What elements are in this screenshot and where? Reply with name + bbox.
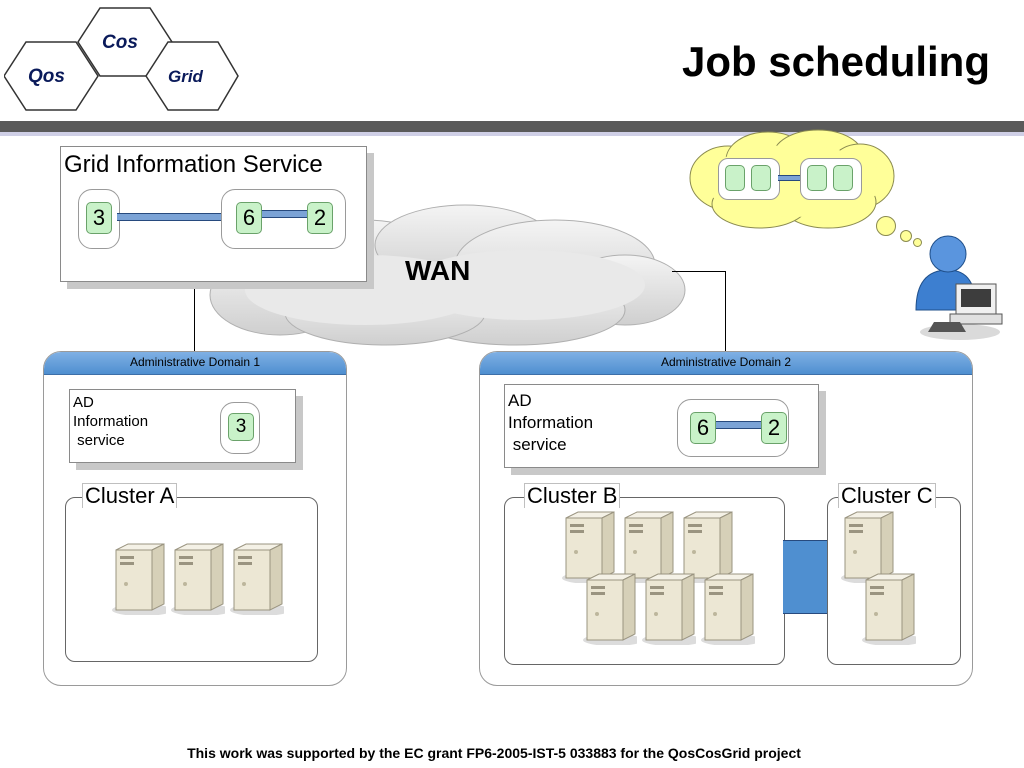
server-icon: [230, 543, 284, 615]
wan-label: WAN: [405, 255, 470, 286]
thought-node: [751, 165, 771, 191]
domain-1-header: Administrative Domain 1: [44, 352, 346, 375]
user-at-computer-icon: [915, 235, 1003, 340]
gis-node-2: 2: [307, 202, 333, 234]
thought-link: [778, 175, 800, 181]
logo-text-grid: Grid: [168, 67, 204, 86]
domain-2-node-2: 2: [761, 412, 787, 444]
footer-acknowledgement: This work was supported by the EC grant …: [187, 745, 801, 761]
thought-node-group-right: [800, 158, 862, 200]
logo-hex-qos: [4, 41, 99, 111]
domain-1-node-3: 3: [228, 413, 254, 441]
domain-1-node-group: 3: [220, 402, 260, 454]
logo-text-qos: Qos: [28, 66, 65, 87]
wan-link-domain2-horizontal: [672, 271, 726, 272]
cluster-c-label: Cluster C: [838, 483, 936, 508]
thought-bubble-large: [876, 216, 896, 236]
logo-hex-grid: [145, 41, 239, 111]
thought-node: [725, 165, 745, 191]
domain-1-ad-info-line1: AD: [73, 394, 94, 411]
server-icon: [701, 573, 755, 645]
thought-node: [807, 165, 827, 191]
domain-1-ad-info-line3: service: [73, 432, 125, 449]
gis-node-group-left: 3: [78, 189, 120, 249]
domain-2-ad-info-line3: service: [508, 435, 567, 454]
wan-link-domain2: [725, 271, 726, 351]
logo-text-cos: Cos: [102, 32, 138, 53]
domain-1-ad-info-service: AD Information service 3: [69, 389, 296, 463]
domain-2-ad-info-line2: Information: [508, 413, 594, 432]
gis-link-3-6: [117, 213, 223, 221]
thought-bubble-small: [913, 238, 922, 247]
server-icon: [171, 543, 225, 615]
domain-2-node-group: 6 2: [677, 399, 789, 457]
thought-node-group-left: [718, 158, 780, 200]
domain-2-ad-info-service: AD Information service 6 2: [504, 384, 819, 468]
wan-link-domain1: [194, 285, 195, 351]
server-icon: [642, 573, 696, 645]
grid-information-service: Grid Information Service 3 6 2: [60, 146, 367, 282]
gis-node-6: 6: [236, 202, 262, 234]
domain-2-link-6-2: [716, 421, 761, 429]
wan-cloud: WAN: [209, 204, 686, 346]
cluster-a-label: Cluster A: [82, 483, 178, 508]
server-icon: [112, 543, 166, 615]
gis-title: Grid Information Service: [64, 151, 323, 178]
thought-node: [833, 165, 853, 191]
gis-link-6-2: [262, 210, 307, 218]
domain-1-ad-info-line2: Information: [73, 413, 149, 430]
server-icon: [862, 573, 916, 645]
gis-node-3: 3: [86, 202, 112, 234]
title-divider: [0, 121, 1024, 132]
thought-bubble-medium: [900, 230, 912, 242]
domain-2-node-6: 6: [690, 412, 716, 444]
domain-2-header: Administrative Domain 2: [480, 352, 972, 375]
cluster-b-c-interconnect: [783, 540, 828, 614]
server-icon: [583, 573, 637, 645]
slide-title: Job scheduling: [681, 38, 990, 85]
cluster-b-label: Cluster B: [524, 483, 621, 508]
title-divider-accent: [0, 132, 1024, 136]
gis-node-group-right: 6 2: [221, 189, 346, 249]
domain-2-ad-info-line1: AD: [508, 391, 532, 410]
qoscosgrid-logo: Cos Qos Grid: [4, 7, 239, 111]
